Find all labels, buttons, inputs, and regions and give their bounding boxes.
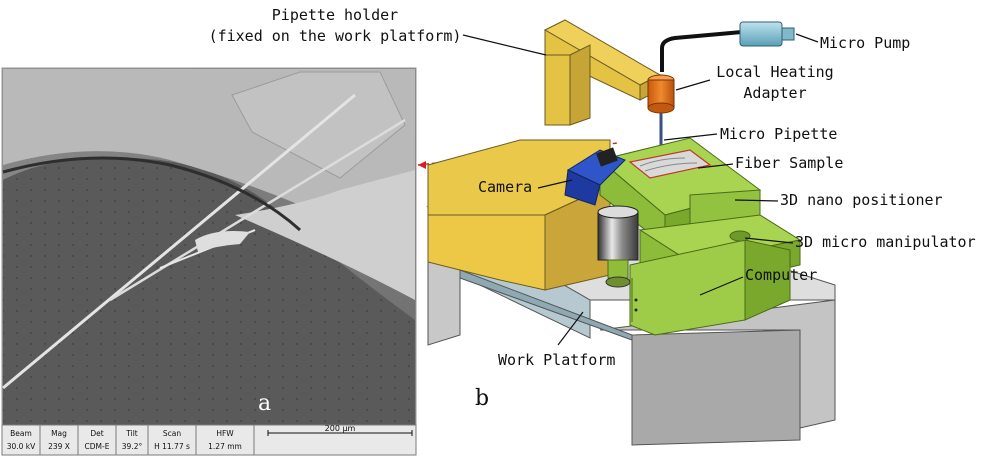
labels: Pipette holder (fixed on the work platfo… — [209, 6, 976, 369]
panel-b-label: b — [475, 386, 489, 411]
label-computer: Computer — [745, 266, 817, 284]
databar-value: 39.2° — [122, 442, 143, 451]
objective-lens — [597, 211, 639, 261]
sem-cavity-texture — [3, 157, 415, 425]
camera-lens — [596, 147, 618, 167]
platform-leg-left — [427, 259, 461, 346]
computer-block — [629, 239, 746, 336]
databar-value: CDM-E — [85, 442, 110, 451]
zoom-pointer-arrow — [418, 161, 426, 169]
label-micro-manipulator: 3D micro manipulator — [795, 233, 976, 251]
label-nano-positioner: 3D nano positioner — [780, 191, 943, 209]
platform-under — [459, 269, 633, 341]
platform-leg-right — [631, 329, 801, 446]
objective-neck — [607, 259, 629, 279]
databar-value: H 11.77 s — [154, 442, 190, 451]
holder-vertical — [544, 54, 571, 126]
databar-cell — [195, 424, 255, 456]
databar-value: 30.0 kV — [7, 442, 36, 451]
fiber-sample — [628, 149, 712, 179]
databar-header: HFW — [216, 429, 234, 438]
objective-base — [605, 276, 631, 288]
micro-pump-body — [739, 21, 783, 47]
objective-top — [597, 205, 639, 219]
pump-tube — [660, 30, 743, 72]
label-local-heating: Local Heating — [716, 63, 833, 81]
databar-header: Mag — [51, 429, 67, 438]
label-fiber-sample: Fiber Sample — [735, 154, 843, 172]
label-micro-pipette: Micro Pipette — [720, 125, 837, 143]
label-local-heating-2: Adapter — [743, 84, 806, 102]
sem-scale-text: 200 µm — [325, 424, 356, 433]
sem-junction — [195, 231, 250, 252]
camera-front — [564, 169, 601, 206]
sem-fiber-1 — [2, 93, 356, 390]
yellow-block-front-lower — [427, 214, 546, 291]
label-work-platform: Work Platform — [498, 351, 615, 369]
databar-header: Tilt — [125, 429, 138, 438]
heater-bottom — [647, 102, 675, 114]
computer-side — [744, 239, 791, 321]
holder-vertical-side — [569, 44, 591, 126]
databar-header: Scan — [163, 429, 181, 438]
label-pipette-holder-note: (fixed on the work platform) — [209, 27, 462, 45]
platform-slab-front — [599, 299, 836, 429]
databar-header: Beam — [10, 429, 32, 438]
panel-a-label: a — [258, 391, 271, 416]
sem-fiber-2 — [109, 118, 406, 302]
apparatus-diagram: b — [426, 19, 836, 446]
label-camera: Camera — [478, 178, 532, 196]
databar-value: 239 X — [48, 442, 70, 451]
sem-edge — [2, 156, 302, 232]
manip-knob — [729, 230, 751, 242]
label-pipette-holder: Pipette holder — [272, 6, 398, 24]
micro-pump-nozzle — [781, 27, 795, 41]
label-micro-pump: Micro Pump — [820, 34, 910, 52]
databar-header: Det — [90, 429, 103, 438]
databar-value: 1.27 mm — [208, 442, 242, 451]
sem-substrate — [235, 170, 415, 300]
